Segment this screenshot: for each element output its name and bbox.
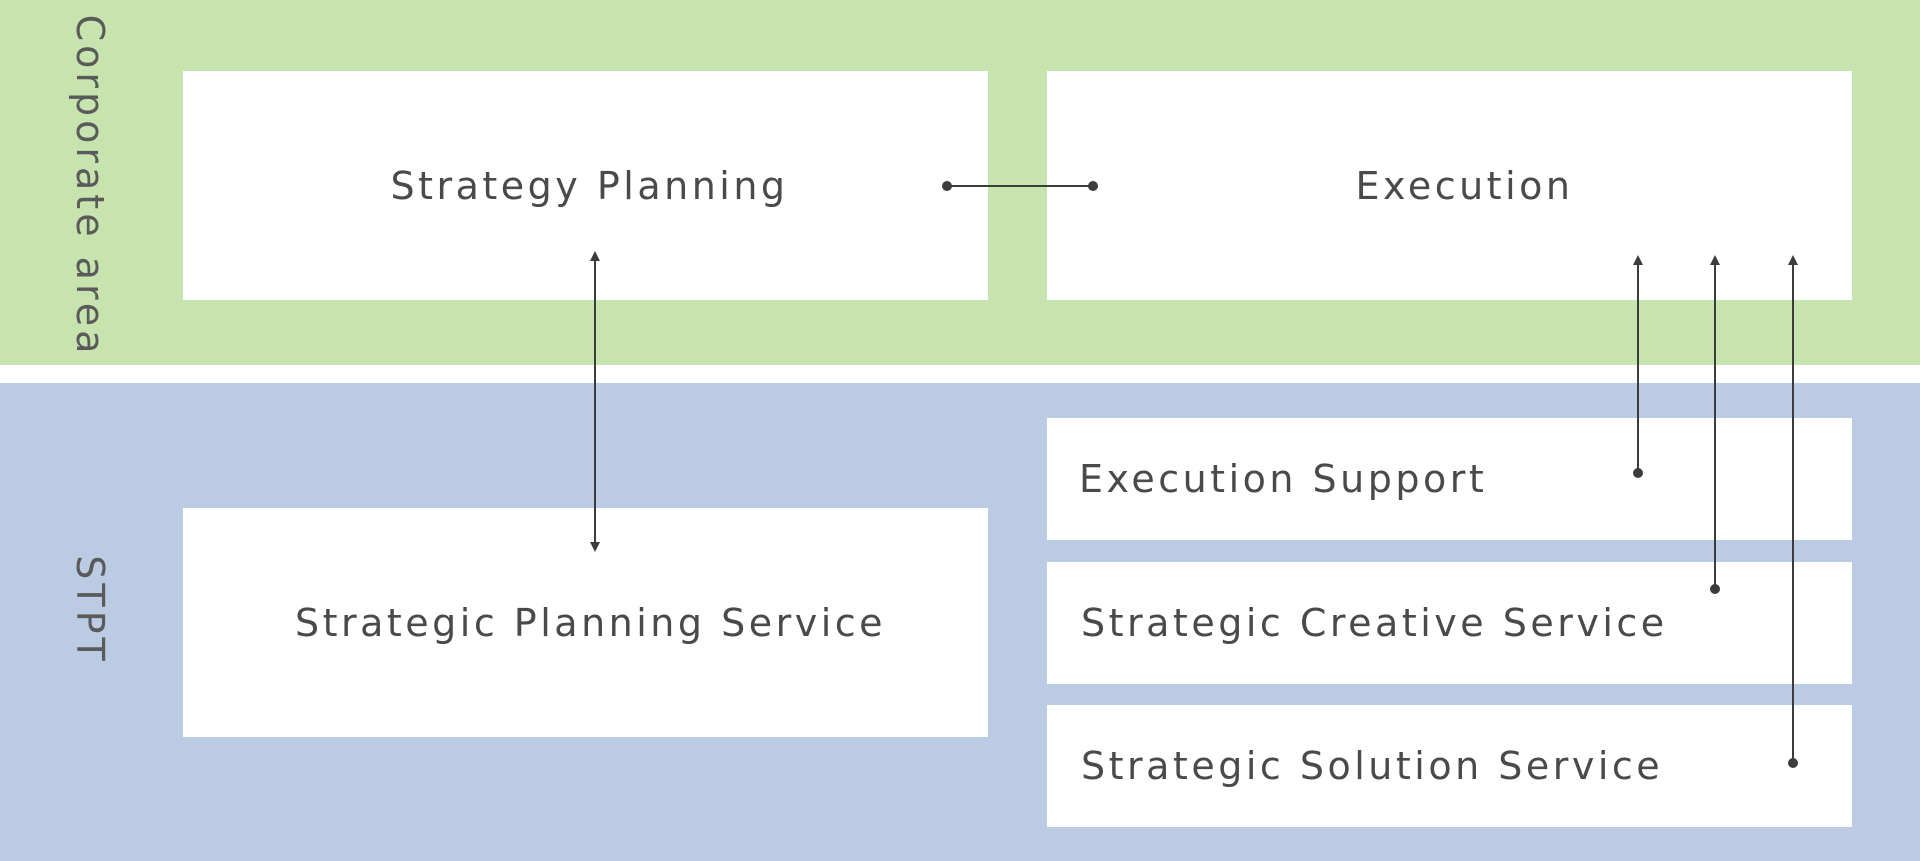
strategic-creative-service-box: Strategic Creative Service bbox=[1047, 562, 1852, 684]
corporate-area-label: Corporate area bbox=[68, 14, 112, 358]
strategic-creative-service-label: Strategic Creative Service bbox=[1081, 601, 1668, 645]
strategic-planning-service-label: Strategic Planning Service bbox=[294, 600, 887, 645]
strategic-planning-service-box: Strategic Planning Service bbox=[183, 508, 988, 737]
stpt-label: STPT bbox=[68, 555, 112, 665]
strategy-planning-label: Strategy Planning bbox=[390, 163, 789, 208]
execution-support-label: Execution Support bbox=[1079, 457, 1488, 501]
execution-label: Execution bbox=[1355, 163, 1574, 208]
strategic-solution-service-label: Strategic Solution Service bbox=[1081, 744, 1664, 788]
strategy-planning-box: Strategy Planning bbox=[183, 71, 988, 300]
strategic-solution-service-box: Strategic Solution Service bbox=[1047, 705, 1852, 827]
execution-box: Execution bbox=[1047, 71, 1852, 300]
execution-support-box: Execution Support bbox=[1047, 418, 1852, 540]
